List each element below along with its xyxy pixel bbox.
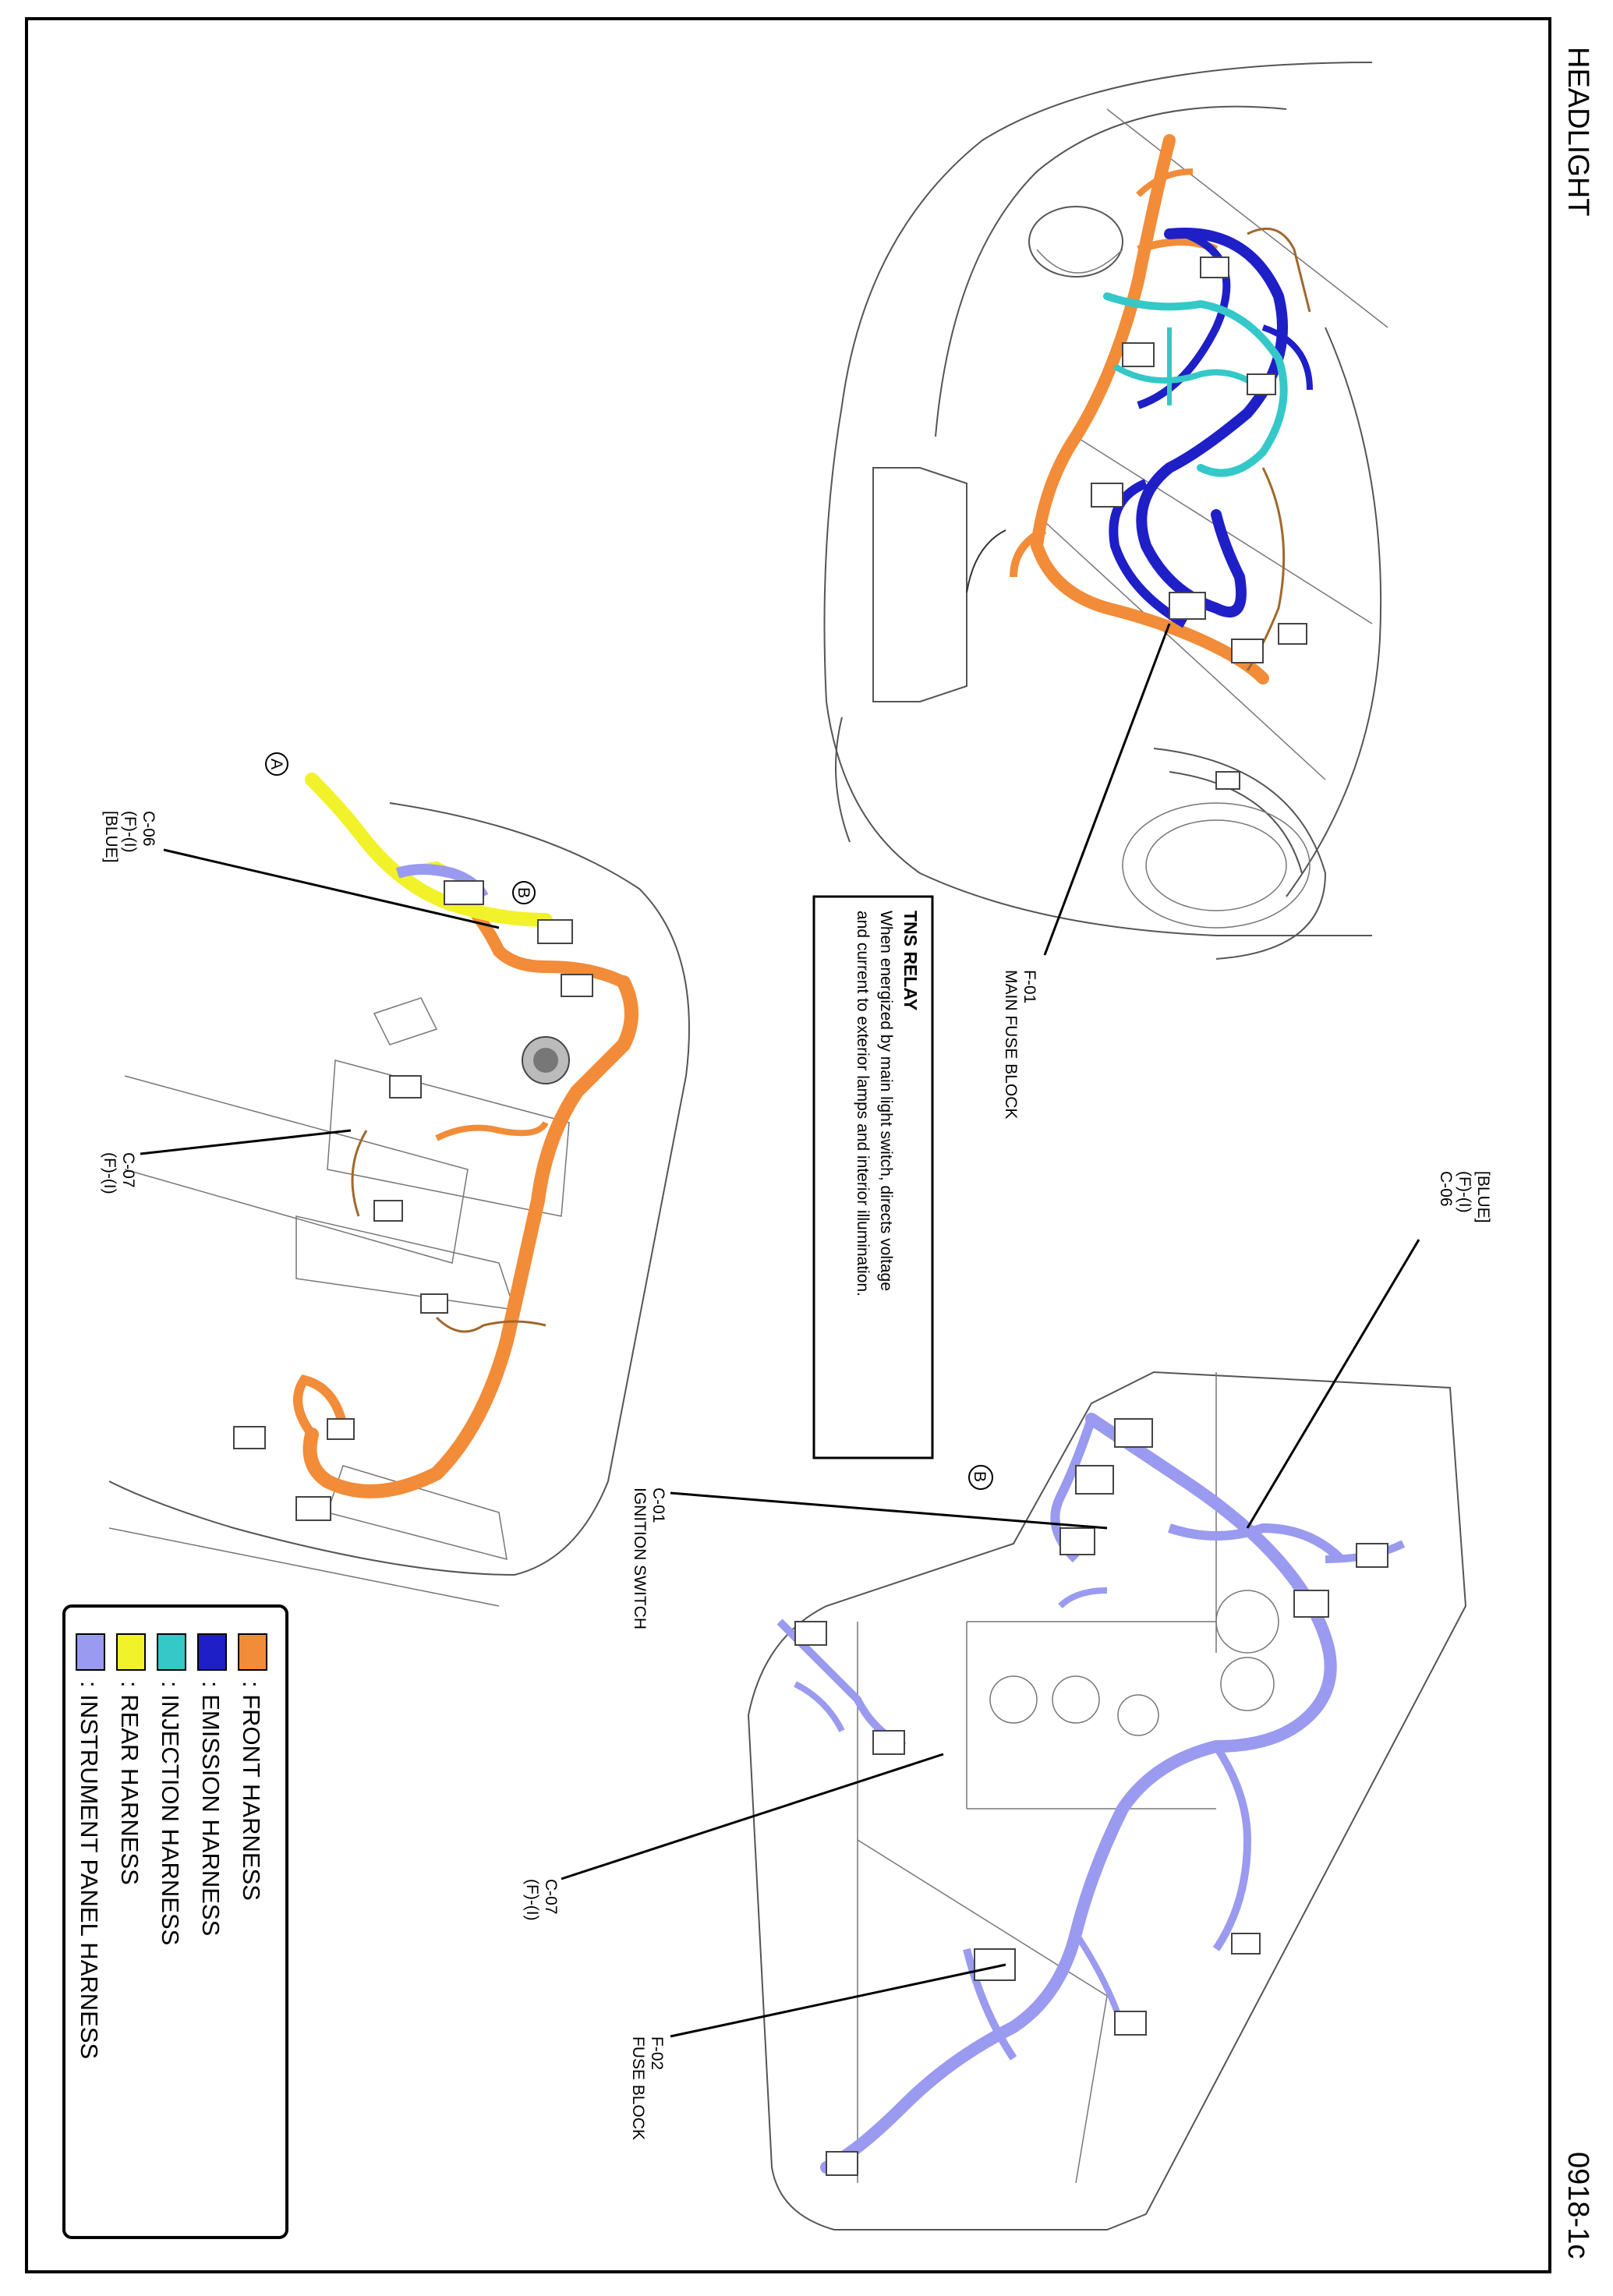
legend-label-injection: : INJECTION HARNESS [157, 1681, 184, 1945]
harness-legend: : FRONT HARNESS : EMISSION HARNESS : INJ… [62, 1604, 288, 2239]
note-title: TNS RELAY [900, 911, 921, 1010]
c07-left-sub: (F)-(I) [101, 1152, 118, 1194]
f01-id: F-01 [1021, 970, 1038, 1003]
note-line-1: When energized by main light switch, dir… [877, 911, 895, 1291]
legend-label-rear: : REAR HARNESS [116, 1681, 143, 1885]
page-code: 0918-1c [1562, 2152, 1594, 2259]
c07-left-id: C-07 [119, 1152, 137, 1188]
c07-right-sub: (F)-(I) [523, 1879, 541, 1921]
marker-b-right [968, 1465, 993, 1490]
legend-label-emission: : EMISSION HARNESS [197, 1681, 225, 1936]
page-title: HEADLIGHT [1562, 47, 1594, 216]
c06-left-leader [163, 848, 500, 929]
tns-relay-note: TNS RELAY When energized by main light s… [812, 895, 934, 1459]
legend-swatch-emission [197, 1633, 227, 1671]
note-line-2: and current to exterior lamps and interi… [854, 911, 872, 1297]
c06-right-leader [1246, 1239, 1420, 1529]
c07-left-leader [140, 1129, 352, 1155]
legend-swatch-injection [157, 1633, 186, 1671]
c06-left-color: [BLUE] [102, 811, 120, 863]
c06-left-id: C-06 [140, 811, 157, 847]
f01-name: MAIN FUSE BLOCK [1002, 970, 1020, 1119]
c01-leader [670, 1491, 1108, 1530]
c06-right-color: [BLUE] [1474, 1171, 1492, 1223]
f02-name: FUSE BLOCK [629, 2036, 647, 2140]
c07-right-id: C-07 [542, 1879, 560, 1915]
marker-b-right-label: B [971, 1471, 989, 1482]
marker-a [265, 752, 288, 776]
page-frame [25, 17, 1551, 2273]
c01-id: C-01 [649, 1488, 667, 1523]
legend-swatch-ip [76, 1633, 105, 1671]
instrument-panel-view [747, 1371, 1467, 2231]
c06-right-id: C-06 [1437, 1171, 1455, 1207]
legend-swatch-front [238, 1633, 267, 1671]
f02-id: F-02 [648, 2036, 666, 2070]
c07-right-leader [561, 1753, 944, 1880]
legend-label-ip: : INSTRUMENT PANEL HARNESS [76, 1681, 103, 2059]
engine-bay-view [823, 62, 1388, 960]
f01-leader [1043, 623, 1171, 956]
c01-name: IGNITION SWITCH [631, 1488, 649, 1629]
marker-b-left-label: B [515, 887, 532, 898]
engine-compartment-view [108, 773, 690, 1607]
marker-a-label: A [267, 759, 285, 769]
c06-right-sub: (F)-(I) [1456, 1171, 1473, 1213]
c06-left-sub: (F)-(I) [121, 811, 139, 853]
legend-label-front: : FRONT HARNESS [238, 1681, 265, 1901]
f02-leader [670, 1963, 1006, 2038]
legend-swatch-rear [116, 1633, 146, 1671]
marker-b-left [512, 881, 536, 904]
